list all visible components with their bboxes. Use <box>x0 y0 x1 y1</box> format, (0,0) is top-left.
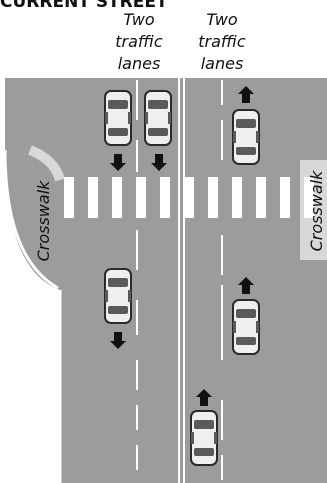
lane-label-line: Two <box>206 10 238 29</box>
crosswalk-label-right: Crosswalk <box>307 170 326 252</box>
crosswalk <box>64 177 314 218</box>
car-icon <box>104 268 132 324</box>
crosswalk-label-left: Crosswalk <box>34 180 53 262</box>
lane-label-line: lanes <box>201 54 244 73</box>
car-icon <box>190 410 218 466</box>
lane-label-line: traffic <box>115 32 163 51</box>
car-icon <box>232 109 260 165</box>
right-lane-label: Two traffic lanes <box>198 10 246 73</box>
lane-label-line: traffic <box>198 32 246 51</box>
lane-label-line: lanes <box>118 54 161 73</box>
car-icon <box>232 299 260 355</box>
car-icon <box>104 90 132 146</box>
lane-label-line: Two <box>123 10 155 29</box>
car-icon <box>144 90 172 146</box>
center-divider <box>178 78 185 483</box>
lane-dashes <box>136 80 223 480</box>
left-lane-label: Two traffic lanes <box>115 10 163 73</box>
diagram-title: CURRENT STREET <box>0 0 168 12</box>
